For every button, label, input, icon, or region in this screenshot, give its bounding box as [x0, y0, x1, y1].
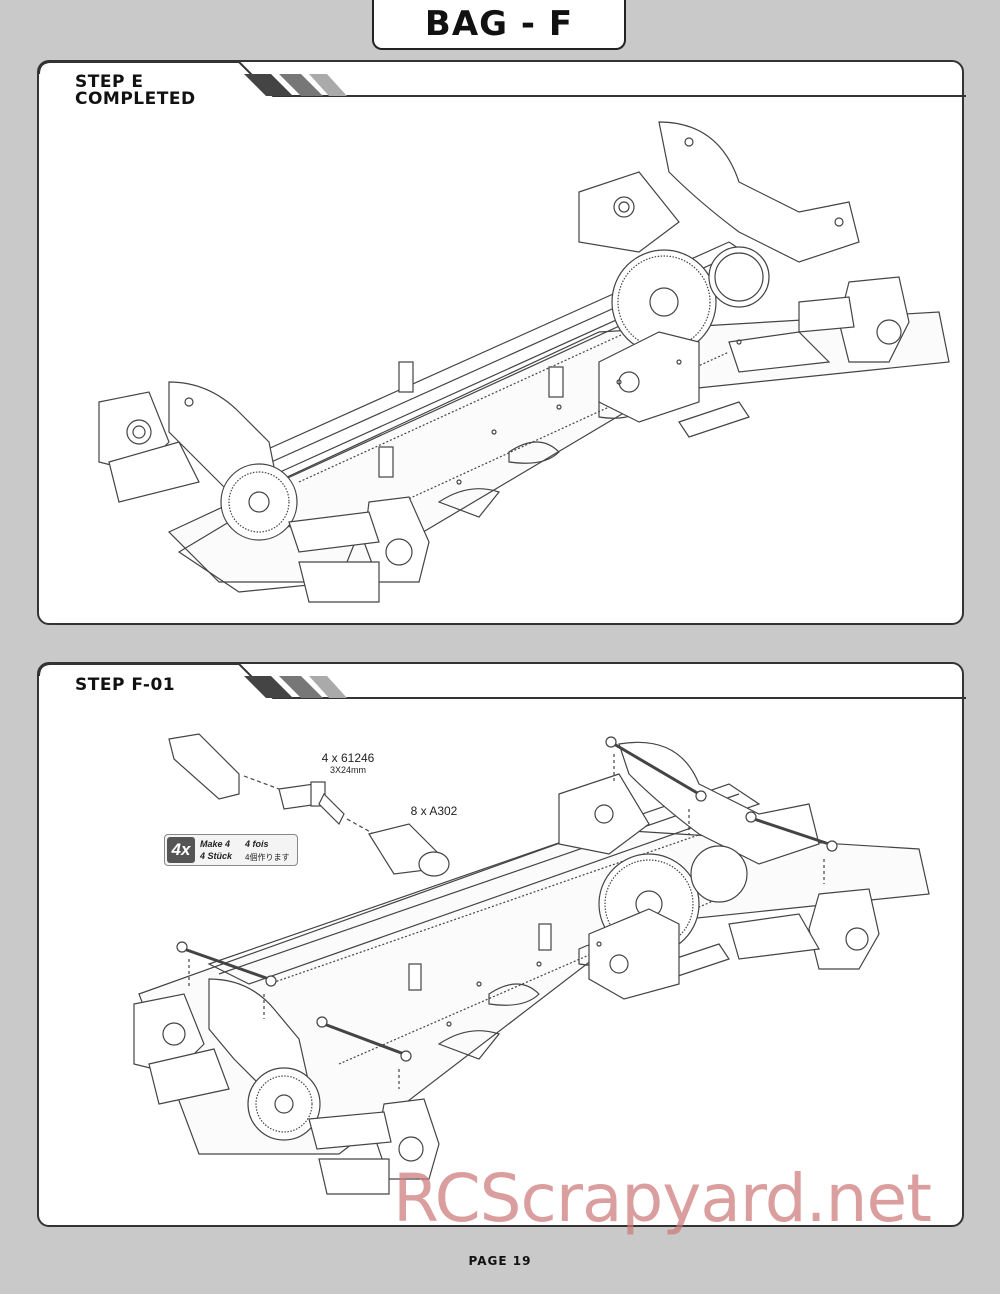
panel-header-stripes — [39, 664, 966, 699]
watermark: RCScrapyard.net — [393, 1160, 932, 1237]
chassis-drawing-f01 — [133, 733, 930, 1195]
screw-part-label: 4 x 61246 — [321, 751, 375, 765]
screw-size-label: 3X24mm — [329, 765, 366, 775]
bag-title: BAG - F — [372, 0, 626, 50]
ball-part-label: 8 x A302 — [410, 804, 458, 818]
badge-make-de: 4 Stück — [200, 851, 233, 861]
quantity-badge: 4x Make 4 4 fois 4 Stück 4個作ります — [164, 834, 298, 866]
hex-spacer-part — [168, 733, 240, 800]
badge-make-fr: 4 fois — [245, 839, 269, 849]
badge-make-en: Make 4 — [200, 839, 231, 849]
step-e-panel: STEP E COMPLETED — [37, 60, 966, 625]
page-number: PAGE 19 — [468, 1254, 532, 1268]
badge-count: 4x — [167, 837, 195, 863]
badge-make-jp: 4個作ります — [245, 853, 290, 862]
chassis-drawing-completed — [98, 121, 950, 603]
panel-header-stripes — [39, 62, 966, 97]
step-f01-panel: STEP F-01 — [37, 662, 966, 1227]
step-f01-title: STEP F-01 — [75, 675, 176, 695]
step-e-title: STEP E COMPLETED — [75, 72, 196, 109]
